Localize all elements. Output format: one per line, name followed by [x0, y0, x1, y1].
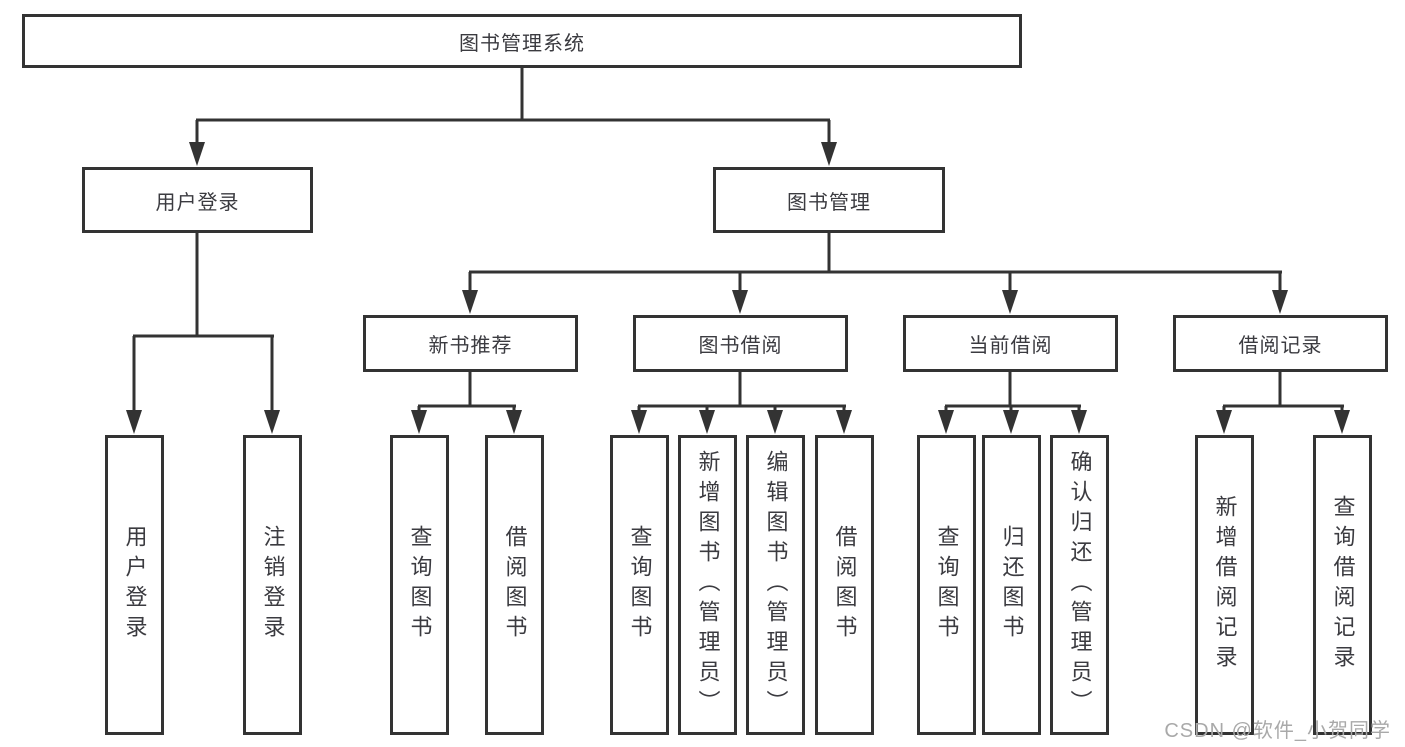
node-user-login-label: 用户登录	[155, 191, 240, 214]
connector-borrowrec-to-leaves	[1216, 372, 1350, 434]
connector-bookmgmt-to-level3	[462, 233, 1288, 314]
csdn-watermark: CSDN @软件_小贺同学	[1164, 720, 1391, 742]
leaf-edit-books-admin: 编辑图书（管理员）	[746, 435, 805, 735]
leaf-query-books-current: 查询图书	[917, 435, 976, 735]
leaf-borrow-books: 借阅图书	[815, 435, 874, 735]
leaf-query-books-recommend: 查询图书	[390, 435, 449, 735]
leaf-borrow-books-recommend: 借阅图书	[485, 435, 544, 735]
node-user-login: 用户登录	[82, 167, 313, 233]
leaf-add-books-admin: 新增图书（管理员）	[678, 435, 737, 735]
leaf-return-books: 归还图书	[982, 435, 1041, 735]
leaf-return-books-label: 归还图书	[999, 525, 1025, 645]
leaf-user-login-label: 用户登录	[122, 525, 148, 645]
node-new-book-recommend: 新书推荐	[363, 315, 578, 372]
leaf-query-books-recommend-label: 查询图书	[407, 525, 433, 645]
leaf-query-borrow-record: 查询借阅记录	[1313, 435, 1372, 735]
leaf-query-books-current-label: 查询图书	[934, 525, 960, 645]
leaf-user-login: 用户登录	[105, 435, 164, 735]
node-library-system: 图书管理系统	[22, 14, 1022, 68]
connector-userlogin-to-leaves	[126, 233, 280, 434]
leaf-add-books-admin-label: 新增图书（管理员）	[695, 450, 721, 720]
node-book-borrow-label: 图书借阅	[698, 335, 783, 357]
leaf-query-borrow-record-label: 查询借阅记录	[1330, 495, 1356, 675]
node-borrow-records-label: 借阅记录	[1238, 335, 1323, 357]
connector-currborrow-to-leaves	[938, 372, 1087, 434]
connector-root-to-level2	[189, 68, 837, 166]
leaf-query-books-borrow: 查询图书	[610, 435, 669, 735]
node-current-borrow: 当前借阅	[903, 315, 1118, 372]
leaf-query-books-borrow-label: 查询图书	[627, 525, 653, 645]
leaf-borrow-books-recommend-label: 借阅图书	[502, 525, 528, 645]
node-current-borrow-label: 当前借阅	[968, 335, 1053, 357]
leaf-logout: 注销登录	[243, 435, 302, 735]
leaf-borrow-books-label: 借阅图书	[832, 525, 858, 645]
node-book-management: 图书管理	[713, 167, 945, 233]
leaf-confirm-return-admin: 确认归还（管理员）	[1050, 435, 1109, 735]
node-book-management-label: 图书管理	[787, 191, 871, 214]
node-new-book-recommend-label: 新书推荐	[428, 335, 513, 357]
leaf-add-borrow-record: 新增借阅记录	[1195, 435, 1254, 735]
node-book-borrow: 图书借阅	[633, 315, 848, 372]
leaf-add-borrow-record-label: 新增借阅记录	[1212, 495, 1238, 675]
node-borrow-records: 借阅记录	[1173, 315, 1388, 372]
leaf-logout-label: 注销登录	[260, 525, 286, 645]
connector-newbook-to-leaves	[411, 372, 522, 434]
connector-bookborrow-to-leaves	[631, 372, 852, 434]
leaf-edit-books-admin-label: 编辑图书（管理员）	[763, 450, 789, 720]
node-library-system-label: 图书管理系统	[459, 32, 585, 55]
leaf-confirm-return-admin-label: 确认归还（管理员）	[1067, 450, 1093, 720]
